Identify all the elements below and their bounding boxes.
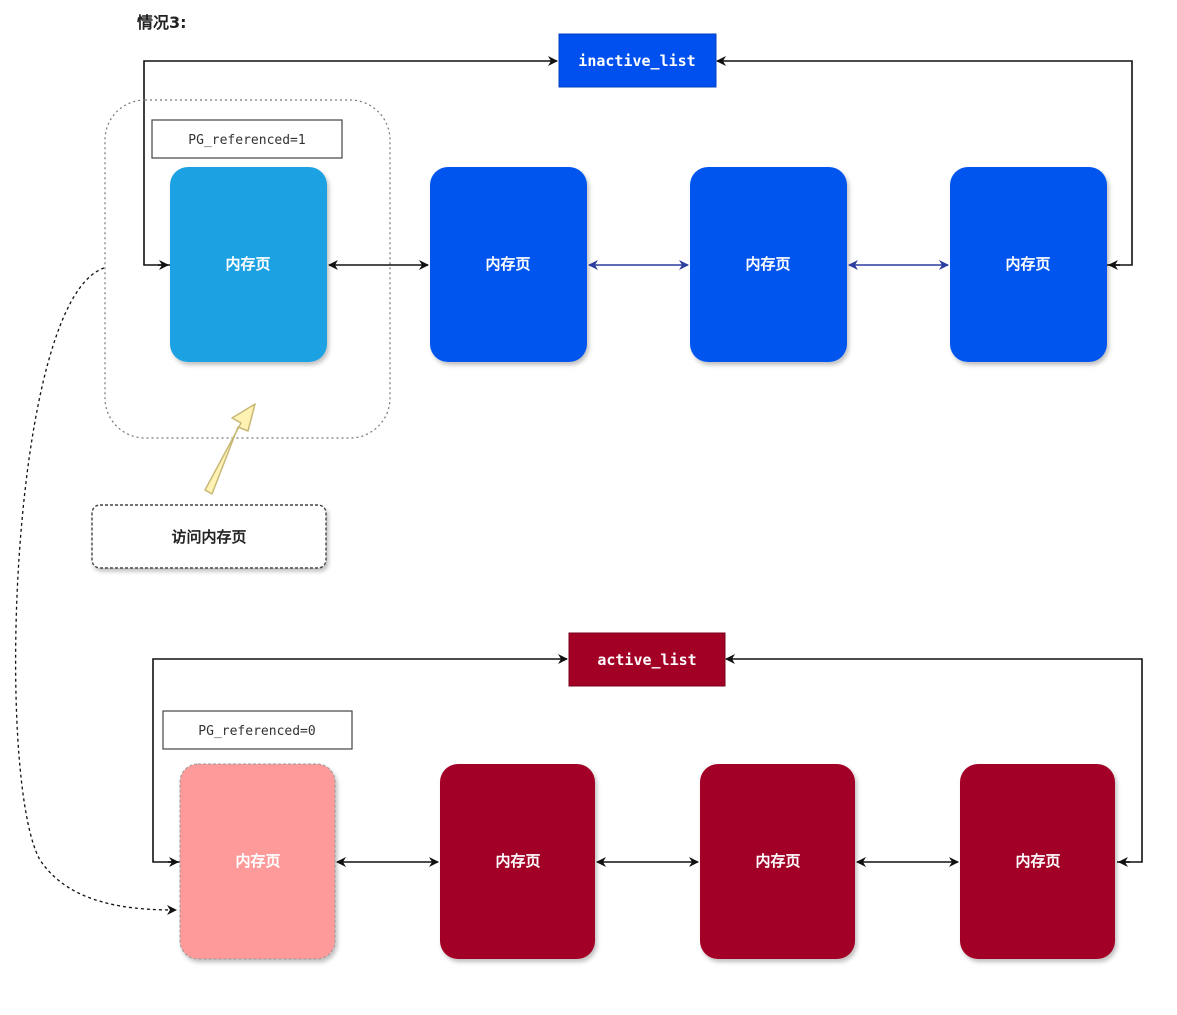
move-to-active-connector bbox=[14, 267, 177, 915]
active-list-section: active_list PG_referenced=0 内存页 内存页 内存页 … bbox=[152, 632, 1143, 960]
active-flag-box bbox=[162, 710, 353, 750]
active-flag-label: PG_referenced=0 bbox=[198, 724, 315, 739]
access-note-box bbox=[91, 504, 327, 569]
active-page-node bbox=[960, 764, 1115, 959]
inactive-page-label: 内存页 bbox=[1005, 255, 1050, 273]
inactive-page-node bbox=[950, 167, 1107, 362]
active-left-loop-connector bbox=[152, 654, 568, 863]
active-page-node bbox=[440, 764, 595, 959]
inactive-page-label: 内存页 bbox=[225, 255, 270, 273]
inactive-list-section: inactive_list PG_referenced=1 内存页 内存页 内存… bbox=[104, 33, 1133, 439]
inactive-page-label: 内存页 bbox=[745, 255, 790, 273]
active-page-label: 内存页 bbox=[495, 852, 540, 870]
active-page-node-moved bbox=[179, 763, 336, 960]
active-page-node bbox=[700, 764, 855, 959]
inactive-page-node-accessed bbox=[170, 167, 327, 362]
access-note-label: 访问内存页 bbox=[171, 528, 246, 546]
access-arrow-icon bbox=[204, 403, 256, 495]
active-page-label: 内存页 bbox=[235, 852, 280, 870]
inactive-left-loop-connector bbox=[143, 56, 558, 266]
inactive-list-header bbox=[558, 33, 717, 88]
inactive-flag-box bbox=[151, 119, 343, 159]
active-page-label: 内存页 bbox=[755, 852, 800, 870]
inactive-page-node bbox=[430, 167, 587, 362]
inactive-page-label: 内存页 bbox=[485, 255, 530, 273]
active-list-header bbox=[568, 632, 726, 687]
inactive-page-node bbox=[690, 167, 847, 362]
active-page-label: 内存页 bbox=[1015, 852, 1060, 870]
scenario-title: 情况3: bbox=[137, 13, 187, 32]
inactive-list-label: inactive_list bbox=[578, 52, 695, 70]
inactive-flag-label: PG_referenced=1 bbox=[188, 133, 305, 148]
active-list-label: active_list bbox=[597, 651, 696, 669]
